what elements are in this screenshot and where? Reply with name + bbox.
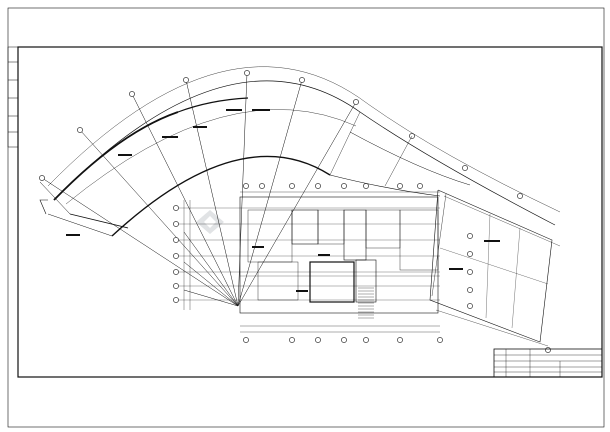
room-labels [66,109,500,292]
binding-strip [7,46,19,148]
curved-wing [39,66,561,237]
radial-axes [41,72,357,307]
title-block [493,348,603,378]
stair-hatch [358,287,374,319]
core-block [239,196,440,314]
watermark-logo [196,210,224,234]
dimension-lines [183,191,561,347]
left-grid-bubbles [173,205,179,303]
east-wing-arc [329,111,471,197]
orthogonal-grid [178,207,440,301]
top-grid-bubbles [243,183,423,189]
bottom-grid-bubbles [243,337,551,353]
right-grid-bubbles [467,233,473,309]
sheet-border [7,7,605,428]
arc-grid-bubbles [39,70,523,199]
east-wing [429,189,553,343]
